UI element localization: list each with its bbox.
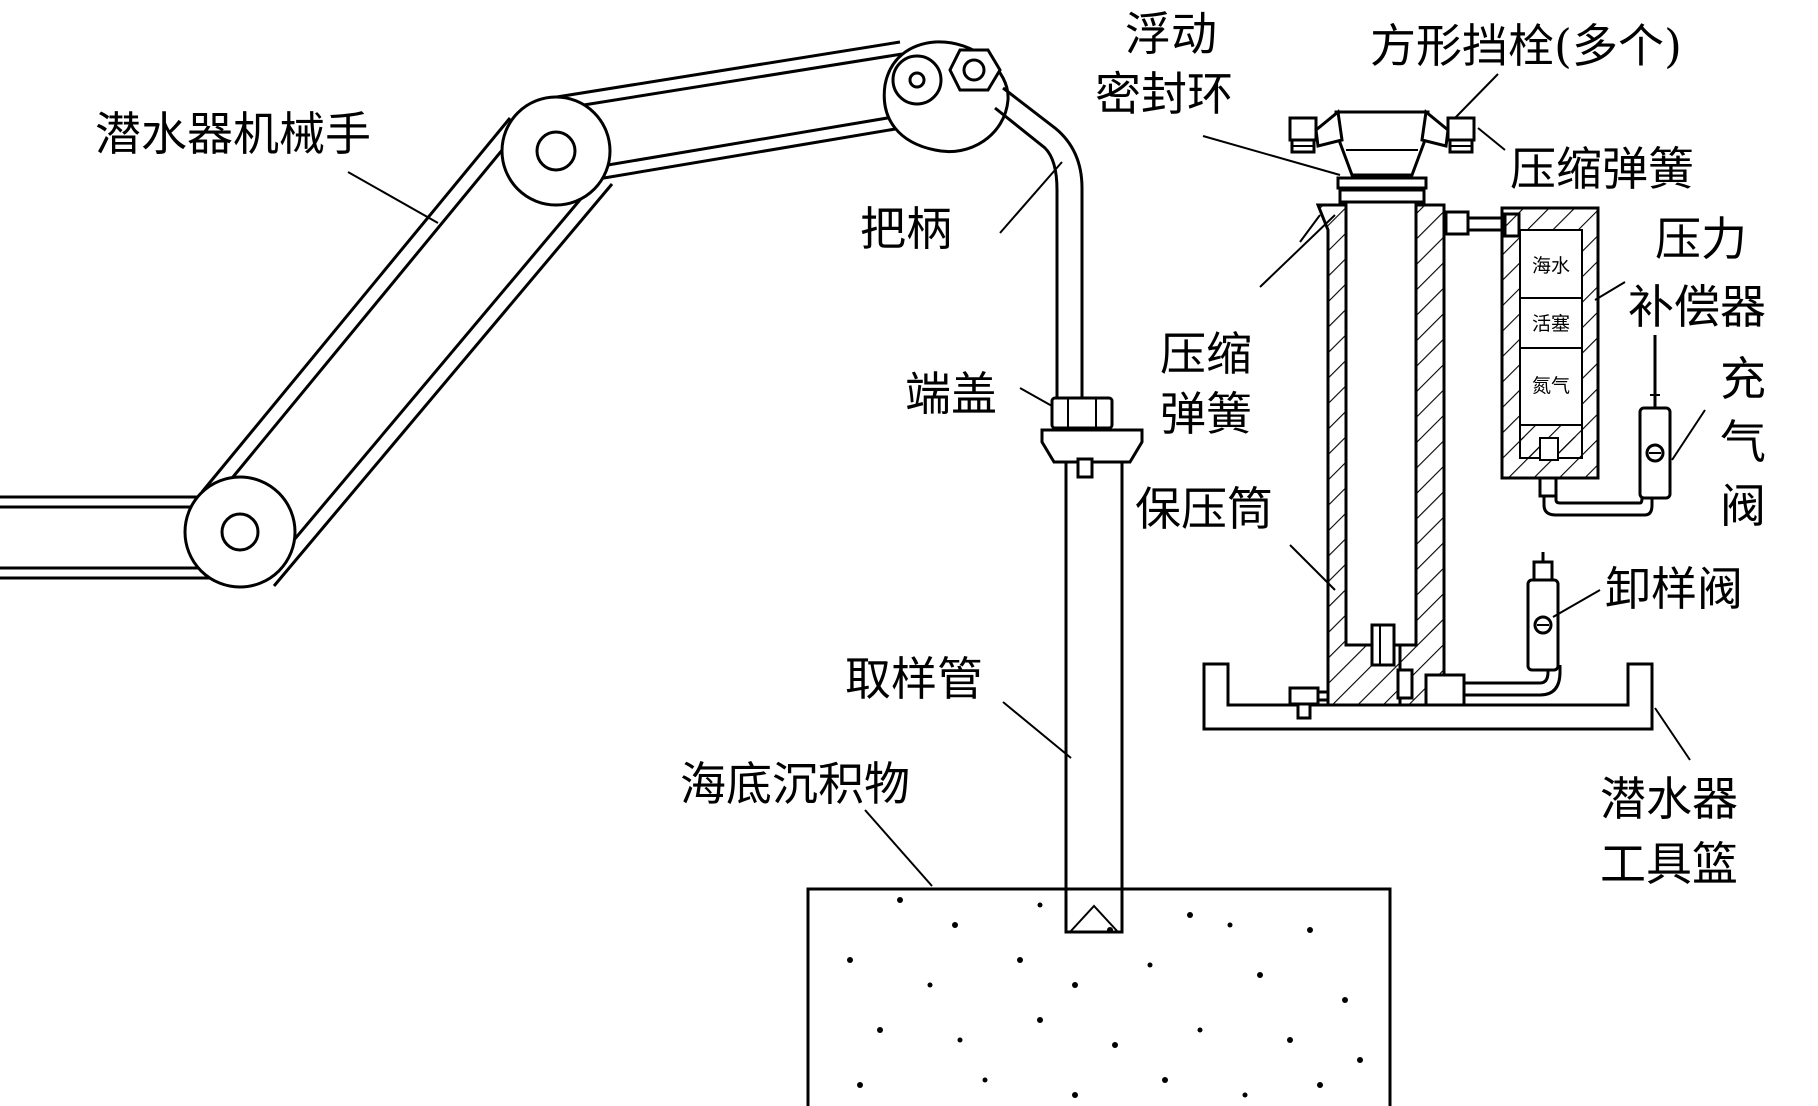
sampling-tube-label: 取样管 — [845, 652, 983, 706]
compensator-label-line2: 补偿器 — [1628, 280, 1766, 334]
tool-basket-label-line1: 潜水器 — [1600, 772, 1738, 826]
compensator-label-line1: 压力 — [1655, 212, 1747, 266]
sediment-label: 海底沉积物 — [680, 757, 910, 811]
pressure-cylinder-label: 保压筒 — [1135, 482, 1273, 536]
floating-seal-label-line1: 浮动 — [1125, 7, 1217, 61]
pressure-cylinder — [1288, 109, 1562, 720]
end-cap — [1040, 396, 1144, 479]
charge-valve-label-line1: 充 — [1720, 352, 1766, 406]
seawater-label: 海水 — [1532, 255, 1570, 277]
piston-label: 活塞 — [1532, 313, 1570, 335]
spring-top-label: 压缩弹簧 — [1510, 142, 1694, 196]
manipulator-label: 潜水器机械手 — [95, 107, 371, 161]
arm-joint-middle — [500, 95, 612, 207]
square-stopper-right — [1420, 109, 1476, 154]
handle-label: 把柄 — [860, 202, 952, 256]
pressure-compensator: 海水 活塞 氮气 — [1500, 206, 1654, 517]
sediment-dots — [847, 897, 1363, 1098]
floating-seal-label-line2: 密封环 — [1095, 67, 1233, 121]
handle — [994, 86, 1084, 420]
charge-valve — [1638, 335, 1672, 500]
square-stopper-left — [1288, 109, 1344, 154]
spring-left-label-line1: 压缩 — [1160, 327, 1252, 381]
arm-joint-lower — [183, 475, 297, 589]
unload-valve — [1526, 552, 1560, 672]
spring-left-label-line2: 弹簧 — [1160, 387, 1252, 441]
end-cap-label: 端盖 — [905, 367, 997, 421]
labels: 潜水器机械手 把柄 端盖 取样管 海底沉积物 浮动 密封环 方形挡栓(多个) 压… — [95, 7, 1766, 891]
charge-valve-label-line3: 阀 — [1720, 479, 1766, 533]
arm-gripper — [882, 40, 1010, 153]
unload-valve-label: 卸样阀 — [1605, 562, 1743, 616]
sampling-tube — [1064, 462, 1124, 934]
manipulator-arm — [0, 40, 1010, 589]
leader-lines — [347, 73, 1706, 887]
seafloor-sediment-block — [806, 887, 1392, 1106]
tool-basket-label-line2: 工具篮 — [1600, 837, 1738, 891]
nitrogen-label: 氮气 — [1532, 375, 1570, 397]
square-stopper-label: 方形挡栓(多个) — [1370, 19, 1682, 73]
charge-valve-label-line2: 气 — [1720, 415, 1766, 469]
tool-basket — [1202, 662, 1654, 731]
